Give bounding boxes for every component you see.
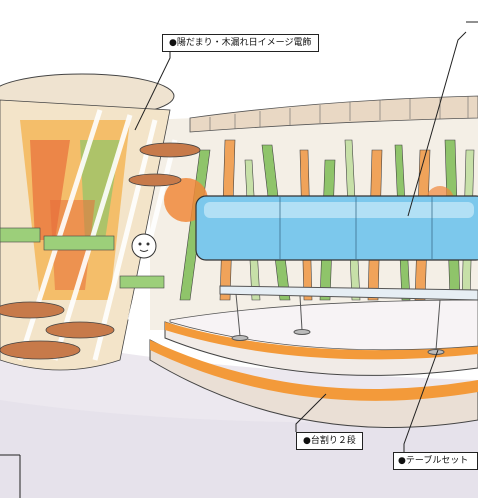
green-planters (0, 227, 165, 289)
brown-shelves (0, 142, 201, 360)
wall-top-stripes (209, 96, 469, 131)
mascot-character (131, 233, 157, 259)
callout-table-set: ●テーブルセット (393, 452, 478, 470)
blue-monitor-highlight (204, 202, 474, 218)
callout-sunlight: ●陽だまり・木漏れ日イメージ電飾 (162, 34, 319, 52)
leader-lines (134, 31, 467, 452)
monitor-seams (279, 196, 433, 260)
callout-platform: ●台割り２段 (296, 432, 363, 450)
wall-top-band (189, 95, 478, 133)
table-set (219, 285, 478, 355)
